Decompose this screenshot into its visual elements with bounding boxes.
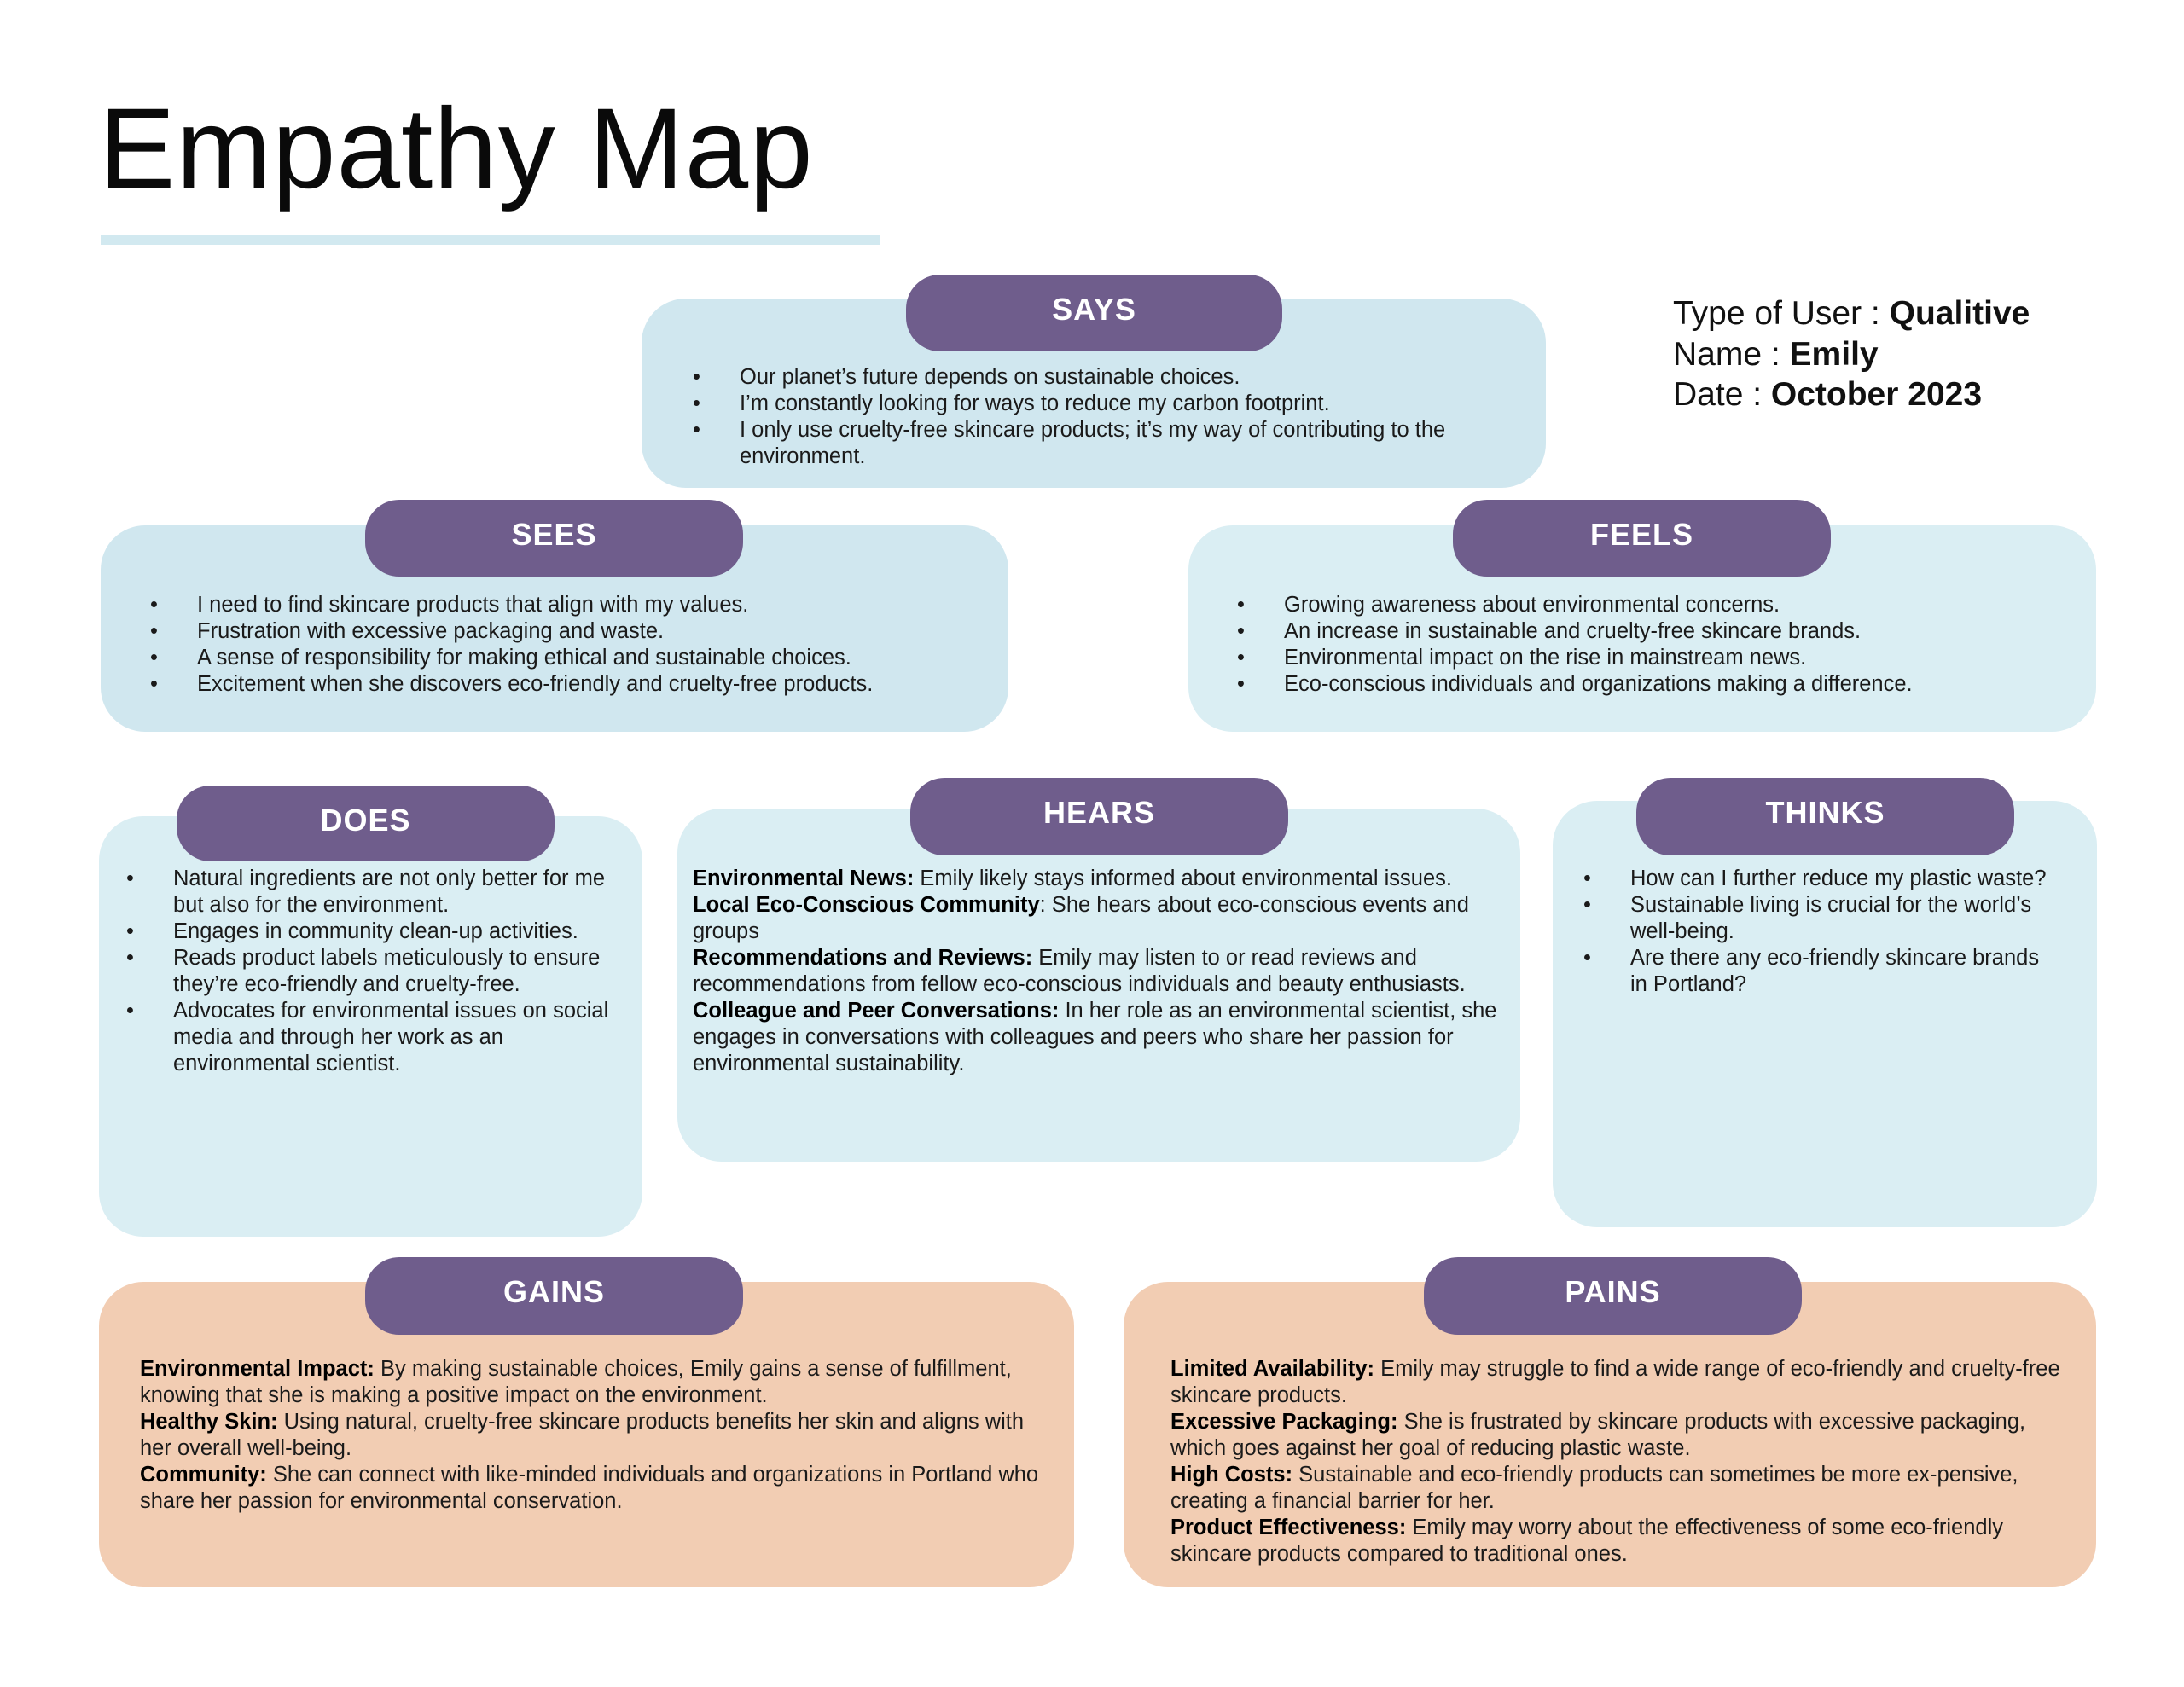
list-item: Excessive Packaging: She is frustrated b… [1170,1409,2075,1462]
item-text: Sustainable and eco-friendly products ca… [1170,1463,2018,1513]
list-item: Our planet’s future depends on sustainab… [693,364,1495,391]
hears-header: HEARS [910,778,1288,855]
item-heading: Recommendations and Reviews: [693,946,1033,970]
item-text: Using natural, cruelty-free skincare pro… [140,1410,1025,1460]
sees-list: I need to find skincare products that al… [150,592,986,698]
item-text: By making sustainable choices, Emily gai… [140,1357,1012,1407]
list-item: Community: She can connect with like-min… [140,1462,1053,1515]
list-item: Eco-conscious individuals and organizati… [1237,671,2082,698]
list-item: Product Effectiveness: Emily may worry a… [1170,1515,2075,1568]
item-heading: Environmental Impact: [140,1357,375,1381]
says-header: SAYS [906,275,1282,351]
list-item: Environmental News: Emily likely stays i… [693,866,1512,892]
item-heading: Local Eco-Conscious Community [693,893,1040,917]
list-item: Sustainable living is crucial for the wo… [1583,892,2061,945]
list-item: I’m constantly looking for ways to reduc… [693,391,1495,417]
says-list: Our planet’s future depends on sustainab… [693,364,1495,470]
list-item: High Costs: Sustainable and eco-friendly… [1170,1462,2075,1515]
list-item: Engages in community clean-up activities… [126,919,613,945]
item-heading: High Costs: [1170,1463,1293,1487]
item-text: : She hears about eco-conscious events a… [693,893,1469,943]
title-underline [101,235,880,245]
user-type-row: Type of User : Qualitive [1673,293,2030,334]
gains-list: Environmental Impact: By making sustaina… [140,1356,1053,1515]
item-text: She can connect with like-minded individ… [140,1463,1039,1513]
item-heading: Environmental News: [693,867,915,890]
does-list: Natural ingredients are not only better … [126,866,613,1077]
item-text: She is frustrated by skincare products w… [1170,1410,2026,1460]
list-item: Healthy Skin: Using natural, cruelty-fre… [140,1409,1053,1462]
user-type-label: Type of User : [1673,295,1890,332]
list-item: I need to find skincare products that al… [150,592,986,618]
item-text: Emily may worry about the effectiveness … [1170,1516,2003,1566]
user-date-row: Date : October 2023 [1673,374,2030,415]
feels-header: FEELS [1453,500,1831,577]
list-item: Advocates for environmental issues on so… [126,998,613,1077]
list-item: Colleague and Peer Conversations: In her… [693,998,1512,1077]
list-item: How can I further reduce my plastic wast… [1583,866,2061,892]
item-heading: Excessive Packaging: [1170,1410,1398,1434]
item-text: In her role as an environmental scientis… [693,999,1497,1075]
user-name-label: Name : [1673,335,1790,373]
list-item: An increase in sustainable and cruelty-f… [1237,618,2082,645]
list-item: Limited Availability: Emily may struggle… [1170,1356,2075,1409]
user-date-value: October 2023 [1770,376,1983,413]
list-item: Natural ingredients are not only better … [126,866,613,919]
gains-header: GAINS [365,1257,743,1335]
item-heading: Product Effectiveness: [1170,1516,1407,1539]
page-title: Empathy Map [99,85,814,212]
user-info: Type of User : Qualitive Name : Emily Da… [1673,293,2030,415]
list-item: Are there any eco-friendly skincare bran… [1583,945,2061,998]
pains-header: PAINS [1424,1257,1802,1335]
thinks-list: How can I further reduce my plastic wast… [1583,866,2061,998]
list-item: Local Eco-Conscious Community: She hears… [693,892,1512,945]
sees-header: SEES [365,500,743,577]
list-item: Excitement when she discovers eco-friend… [150,671,986,698]
hears-list: Environmental News: Emily likely stays i… [693,866,1512,1077]
item-text: Emily likely stays informed about enviro… [914,867,1452,890]
item-heading: Colleague and Peer Conversations: [693,999,1060,1023]
hears-panel [677,809,1520,1162]
list-item: Growing awareness about environmental co… [1237,592,2082,618]
user-name-row: Name : Emily [1673,334,2030,375]
item-heading: Community: [140,1463,267,1487]
list-item: Environmental impact on the rise in main… [1237,645,2082,671]
list-item: Reads product labels meticulously to ens… [126,945,613,998]
item-text: Emily may struggle to find a wide range … [1170,1357,2060,1407]
list-item: I only use cruelty-free skincare product… [693,417,1495,470]
user-date-label: Date : [1673,376,1771,413]
list-item: Recommendations and Reviews: Emily may l… [693,945,1512,998]
item-heading: Limited Availability: [1170,1357,1374,1381]
does-header: DOES [177,786,555,861]
item-heading: Healthy Skin: [140,1410,278,1434]
list-item: A sense of responsibility for making eth… [150,645,986,671]
pains-list: Limited Availability: Emily may struggle… [1170,1356,2075,1568]
thinks-header: THINKS [1636,778,2014,855]
item-text: Emily may listen to or read reviews and … [693,946,1466,996]
user-name-value: Emily [1789,335,1879,373]
user-type-value: Qualitive [1889,295,2030,332]
list-item: Frustration with excessive packaging and… [150,618,986,645]
feels-list: Growing awareness about environmental co… [1237,592,2082,698]
list-item: Environmental Impact: By making sustaina… [140,1356,1053,1409]
thinks-panel [1553,801,2097,1227]
